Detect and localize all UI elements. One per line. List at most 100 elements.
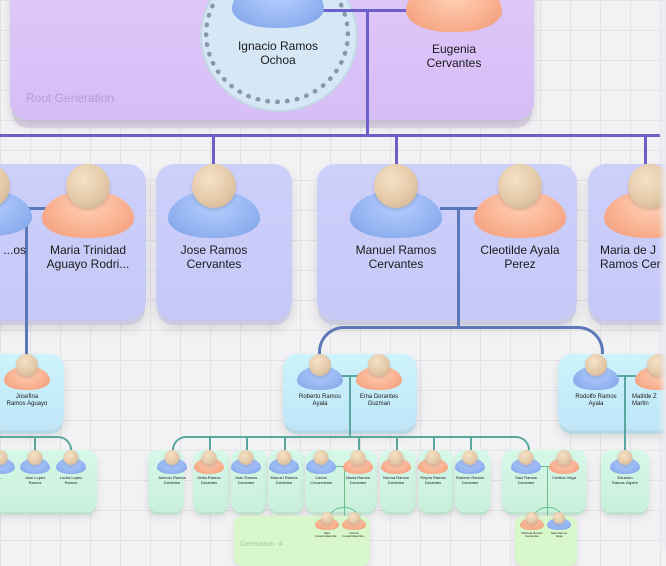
person-name: Norma Covarrubias Ra... <box>342 531 366 539</box>
person-card[interactable]: ...os <box>0 164 32 274</box>
person-card[interactable]: Roberto Ramos Ayala <box>290 354 350 414</box>
person-name: Eugenia Cervantes <box>426 42 482 70</box>
person-card[interactable]: Manuel Ramos Dorantes <box>264 450 304 500</box>
male-avatar-icon <box>306 458 336 474</box>
person-card[interactable]: Antonio Ramos Dorantes <box>152 450 192 500</box>
person-name: Jose Ramos Cervantes <box>180 243 248 271</box>
head-icon <box>553 512 565 524</box>
person-name: Lucila Lopez Ramos <box>59 475 83 485</box>
couple-connector <box>440 207 480 210</box>
person-name: Eduardo Ramos Zapien <box>611 475 638 485</box>
gen3-drop <box>358 436 360 452</box>
viewport-edge <box>658 0 666 548</box>
person-card[interactable]: Cleotilde Ayala Perez <box>472 164 568 274</box>
person-card[interactable]: Rodolfo Ramos Ayala <box>566 354 626 414</box>
person-card[interactable]: Norma Covarrubias Ra... <box>339 512 369 548</box>
head-icon <box>0 450 8 465</box>
female-avatar-icon <box>418 458 448 474</box>
gen3-drop <box>470 436 472 452</box>
person-card[interactable]: Manuel Ramos Cervantes <box>348 164 444 274</box>
male-avatar-icon <box>455 458 485 474</box>
person-card[interactable]: Eduardo Ramos Zapien <box>605 450 645 500</box>
male-avatar-icon <box>610 458 640 474</box>
person-card[interactable]: Josefina Ramos Aguayo <box>0 354 60 414</box>
gen3-drop <box>396 436 398 452</box>
person-card[interactable]: Maria Trinidad Aguayo Rodri... <box>40 164 136 274</box>
person-name: Delia Ramos Dorantes <box>197 475 221 485</box>
male-avatar-icon <box>269 458 299 474</box>
person-name: Juan Ramos Dorantes <box>234 475 258 485</box>
person-card[interactable]: Ignacio Ramos Ochoa <box>228 0 328 67</box>
person-name: Cleotilde Ayala Perez <box>480 243 560 271</box>
person-card[interactable]: Reyna Ramos Dorantes <box>413 450 453 500</box>
head-icon <box>388 450 404 465</box>
person-name: Cristina Vega <box>552 475 576 480</box>
person-name: Roberto Ramos Dorantes <box>455 475 484 485</box>
head-icon <box>66 164 110 208</box>
person-card[interactable]: Lucila Lopez Ramos <box>51 450 91 500</box>
person-card[interactable]: Sara Covarrubias Ra... <box>312 512 342 548</box>
person-card[interactable]: Maria de J Ramos Cer <box>594 164 666 274</box>
person-card[interactable]: Roberto Ramos Dorantes <box>450 450 490 500</box>
gen3-drop <box>284 436 286 452</box>
head-icon <box>238 450 254 465</box>
person-name: Rodolfo Ramos Ayala <box>575 394 617 407</box>
person-card[interactable]: Marcela Ramos Cervantes <box>517 512 547 548</box>
person-card[interactable]: Jose Ramos Cervantes <box>166 164 262 274</box>
person-card[interactable]: Cristina Vega <box>544 450 584 500</box>
gen3-branch-connector <box>0 436 72 454</box>
descendant-connector <box>547 466 548 516</box>
head-icon <box>425 450 441 465</box>
person-name: ... <box>0 475 2 480</box>
root-descendant-connector <box>366 9 369 137</box>
person-card[interactable]: Norma Ramos Dorantes <box>376 450 416 500</box>
male-avatar-icon <box>56 458 86 474</box>
gen3-branch-connector <box>172 436 530 454</box>
female-avatar-icon <box>343 458 373 474</box>
person-name: Maria Ramos Dorantes <box>346 475 370 485</box>
person-card[interactable]: Juan Ramos Dorantes <box>226 450 266 500</box>
person-name: Maria Trinidad Aguayo Rodri... <box>46 243 130 271</box>
person-name: Saul Ramos Vega <box>550 531 568 539</box>
person-name: Carlos Covarrubias <box>310 475 332 485</box>
person-name: Josefina Ramos Aguayo <box>6 394 48 407</box>
head-icon <box>309 354 331 376</box>
descendant-connector <box>624 375 626 455</box>
person-card[interactable]: Ema Dorantes Guzman <box>349 354 409 414</box>
generation-4-label: Generation -4 <box>240 541 283 548</box>
person-card[interactable]: ... <box>0 450 20 500</box>
female-avatar-icon <box>406 0 502 32</box>
descendant-connector <box>457 207 460 329</box>
male-avatar-icon <box>511 458 541 474</box>
person-name: Manuel Ramos Cervantes <box>355 243 437 271</box>
head-icon <box>526 512 538 524</box>
person-name: Saul Ramos Dorantes <box>515 475 537 485</box>
gen1-drop-0 <box>212 134 215 166</box>
person-name: Sara Covarrubias Ra... <box>315 531 339 539</box>
person-name: Matilde Z Martin <box>632 394 657 407</box>
person-card[interactable]: Carlos Covarrubias <box>301 450 341 500</box>
gen1-horizontal-connector <box>0 134 660 137</box>
head-icon <box>63 450 79 465</box>
person-card[interactable]: Saul Ramos Dorantes <box>506 450 546 500</box>
head-icon <box>462 450 478 465</box>
head-icon <box>374 164 418 208</box>
descendant-connector <box>349 375 351 437</box>
head-icon <box>498 164 542 208</box>
person-card[interactable]: Eugenia Cervantes <box>404 0 504 70</box>
person-name: Roberto Ramos Ayala <box>298 394 342 407</box>
gen2-branch-connector <box>318 326 604 359</box>
female-avatar-icon <box>194 458 224 474</box>
person-card[interactable]: Delia Ramos Dorantes <box>189 450 229 500</box>
descendant-connector <box>25 207 28 357</box>
person-name: Manuel Ramos Dorantes <box>270 475 298 485</box>
head-icon <box>368 354 390 376</box>
person-card[interactable]: Maria Ramos Dorantes <box>338 450 378 500</box>
head-icon <box>321 512 333 524</box>
head-icon <box>350 450 366 465</box>
couple-connector <box>538 466 558 467</box>
person-card[interactable]: Saul Ramos Vega <box>544 512 574 548</box>
head-icon <box>0 164 10 208</box>
person-name: Antonio Ramos Dorantes <box>158 475 186 485</box>
person-card[interactable]: Jose Lopez Ramos <box>15 450 55 500</box>
